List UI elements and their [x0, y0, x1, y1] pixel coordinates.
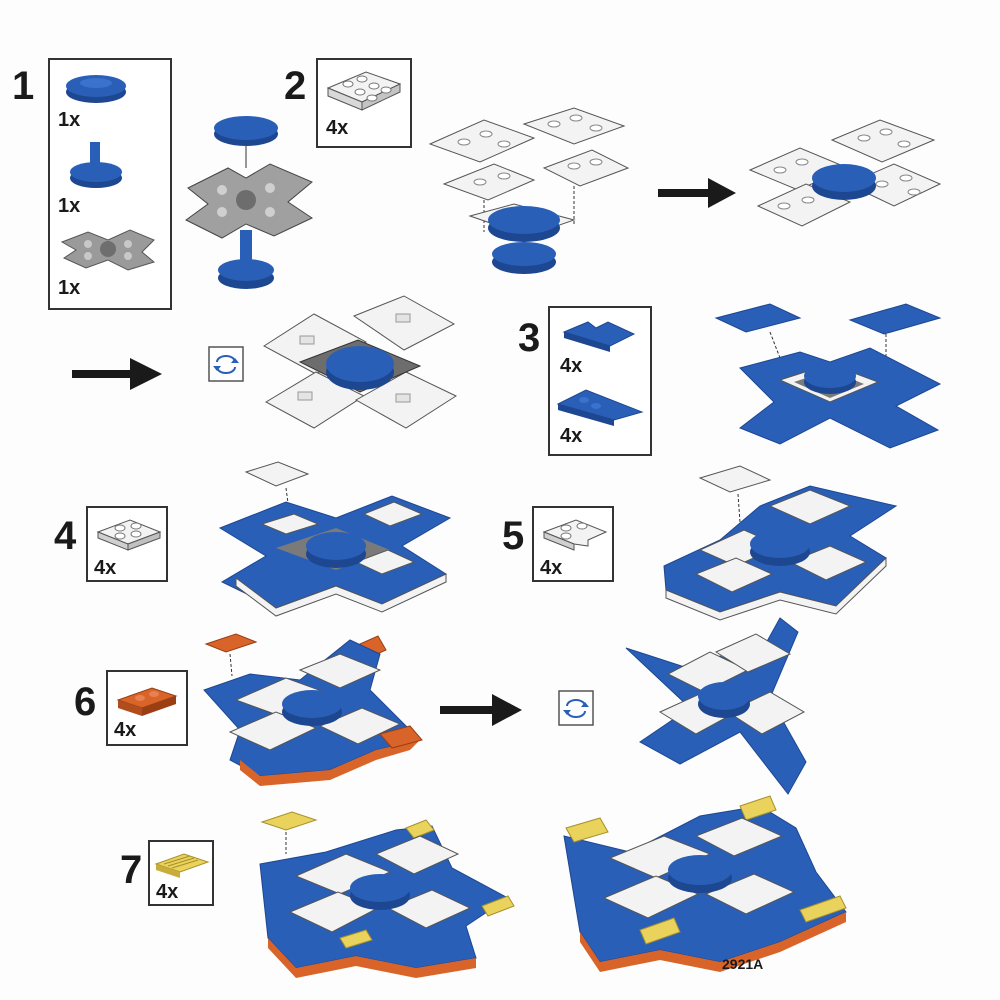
arrow-right-icon [658, 178, 736, 208]
rotate-icon [558, 690, 594, 726]
round-tile-blue-icon [66, 75, 126, 103]
qty-label: 1x [58, 195, 81, 217]
step-6-assembly-illustration [203, 633, 423, 786]
parts-box-step-3: 4x 4x [548, 306, 652, 456]
cross-plate-gray-icon [60, 229, 156, 271]
arrow-right-icon [440, 694, 522, 726]
round-axle-blue-icon [70, 142, 122, 188]
step-6-flipped-illustration [625, 617, 807, 795]
parts-box-step-7: 4x [148, 840, 214, 906]
parts-box-step-4: 4x [86, 506, 168, 582]
parts-box-step-1: 1x 1x 1x [48, 58, 172, 310]
step-2-assembly-illustration [428, 107, 630, 274]
qty-label: 4x [114, 719, 137, 741]
step-number-5: 5 [502, 514, 525, 558]
step-1-assembly-illustration [185, 116, 314, 289]
qty-label: 4x [560, 355, 583, 377]
qty-label: 4x [560, 425, 583, 447]
qty-label: 4x [326, 117, 349, 139]
arrow-right-icon [72, 358, 162, 390]
parts-box-step-6: 4x [106, 670, 188, 746]
step-7-assembly-illustration [259, 811, 515, 978]
parts-box-step-2: 4x [316, 58, 412, 148]
plate-notched-blue-icon [562, 321, 636, 352]
step-2-result-illustration [748, 119, 942, 227]
step-number-4: 4 [54, 514, 77, 558]
plate-2x2-white-icon [96, 519, 162, 551]
wedge-plate-blue-icon [556, 389, 644, 426]
parts-box-step-5: 4x [532, 506, 614, 582]
plate-1x2-orange-icon [116, 687, 178, 716]
rotate-icon [208, 346, 244, 382]
step-number-1: 1 [12, 64, 35, 108]
qty-label: 4x [540, 557, 563, 579]
step-2-flipped-illustration [263, 295, 458, 429]
qty-label: 1x [58, 109, 81, 131]
tile-grille-yellow-icon [154, 853, 210, 878]
step-5-assembly-illustration [663, 465, 898, 621]
step-number-6: 6 [74, 680, 97, 724]
plate-2x3-white-icon [326, 71, 402, 111]
plate-corner-white-icon [542, 519, 608, 551]
qty-label: 1x [58, 277, 81, 299]
step-number-7: 7 [120, 848, 143, 892]
qty-label: 4x [156, 881, 179, 903]
step-number-2: 2 [284, 64, 307, 108]
step-number-3: 3 [518, 316, 541, 360]
step-7-result-illustration [563, 795, 847, 972]
product-code: 2921A [722, 956, 764, 972]
qty-label: 4x [94, 557, 117, 579]
step-3-assembly-illustration [714, 303, 942, 449]
step-4-assembly-illustration [218, 461, 452, 617]
